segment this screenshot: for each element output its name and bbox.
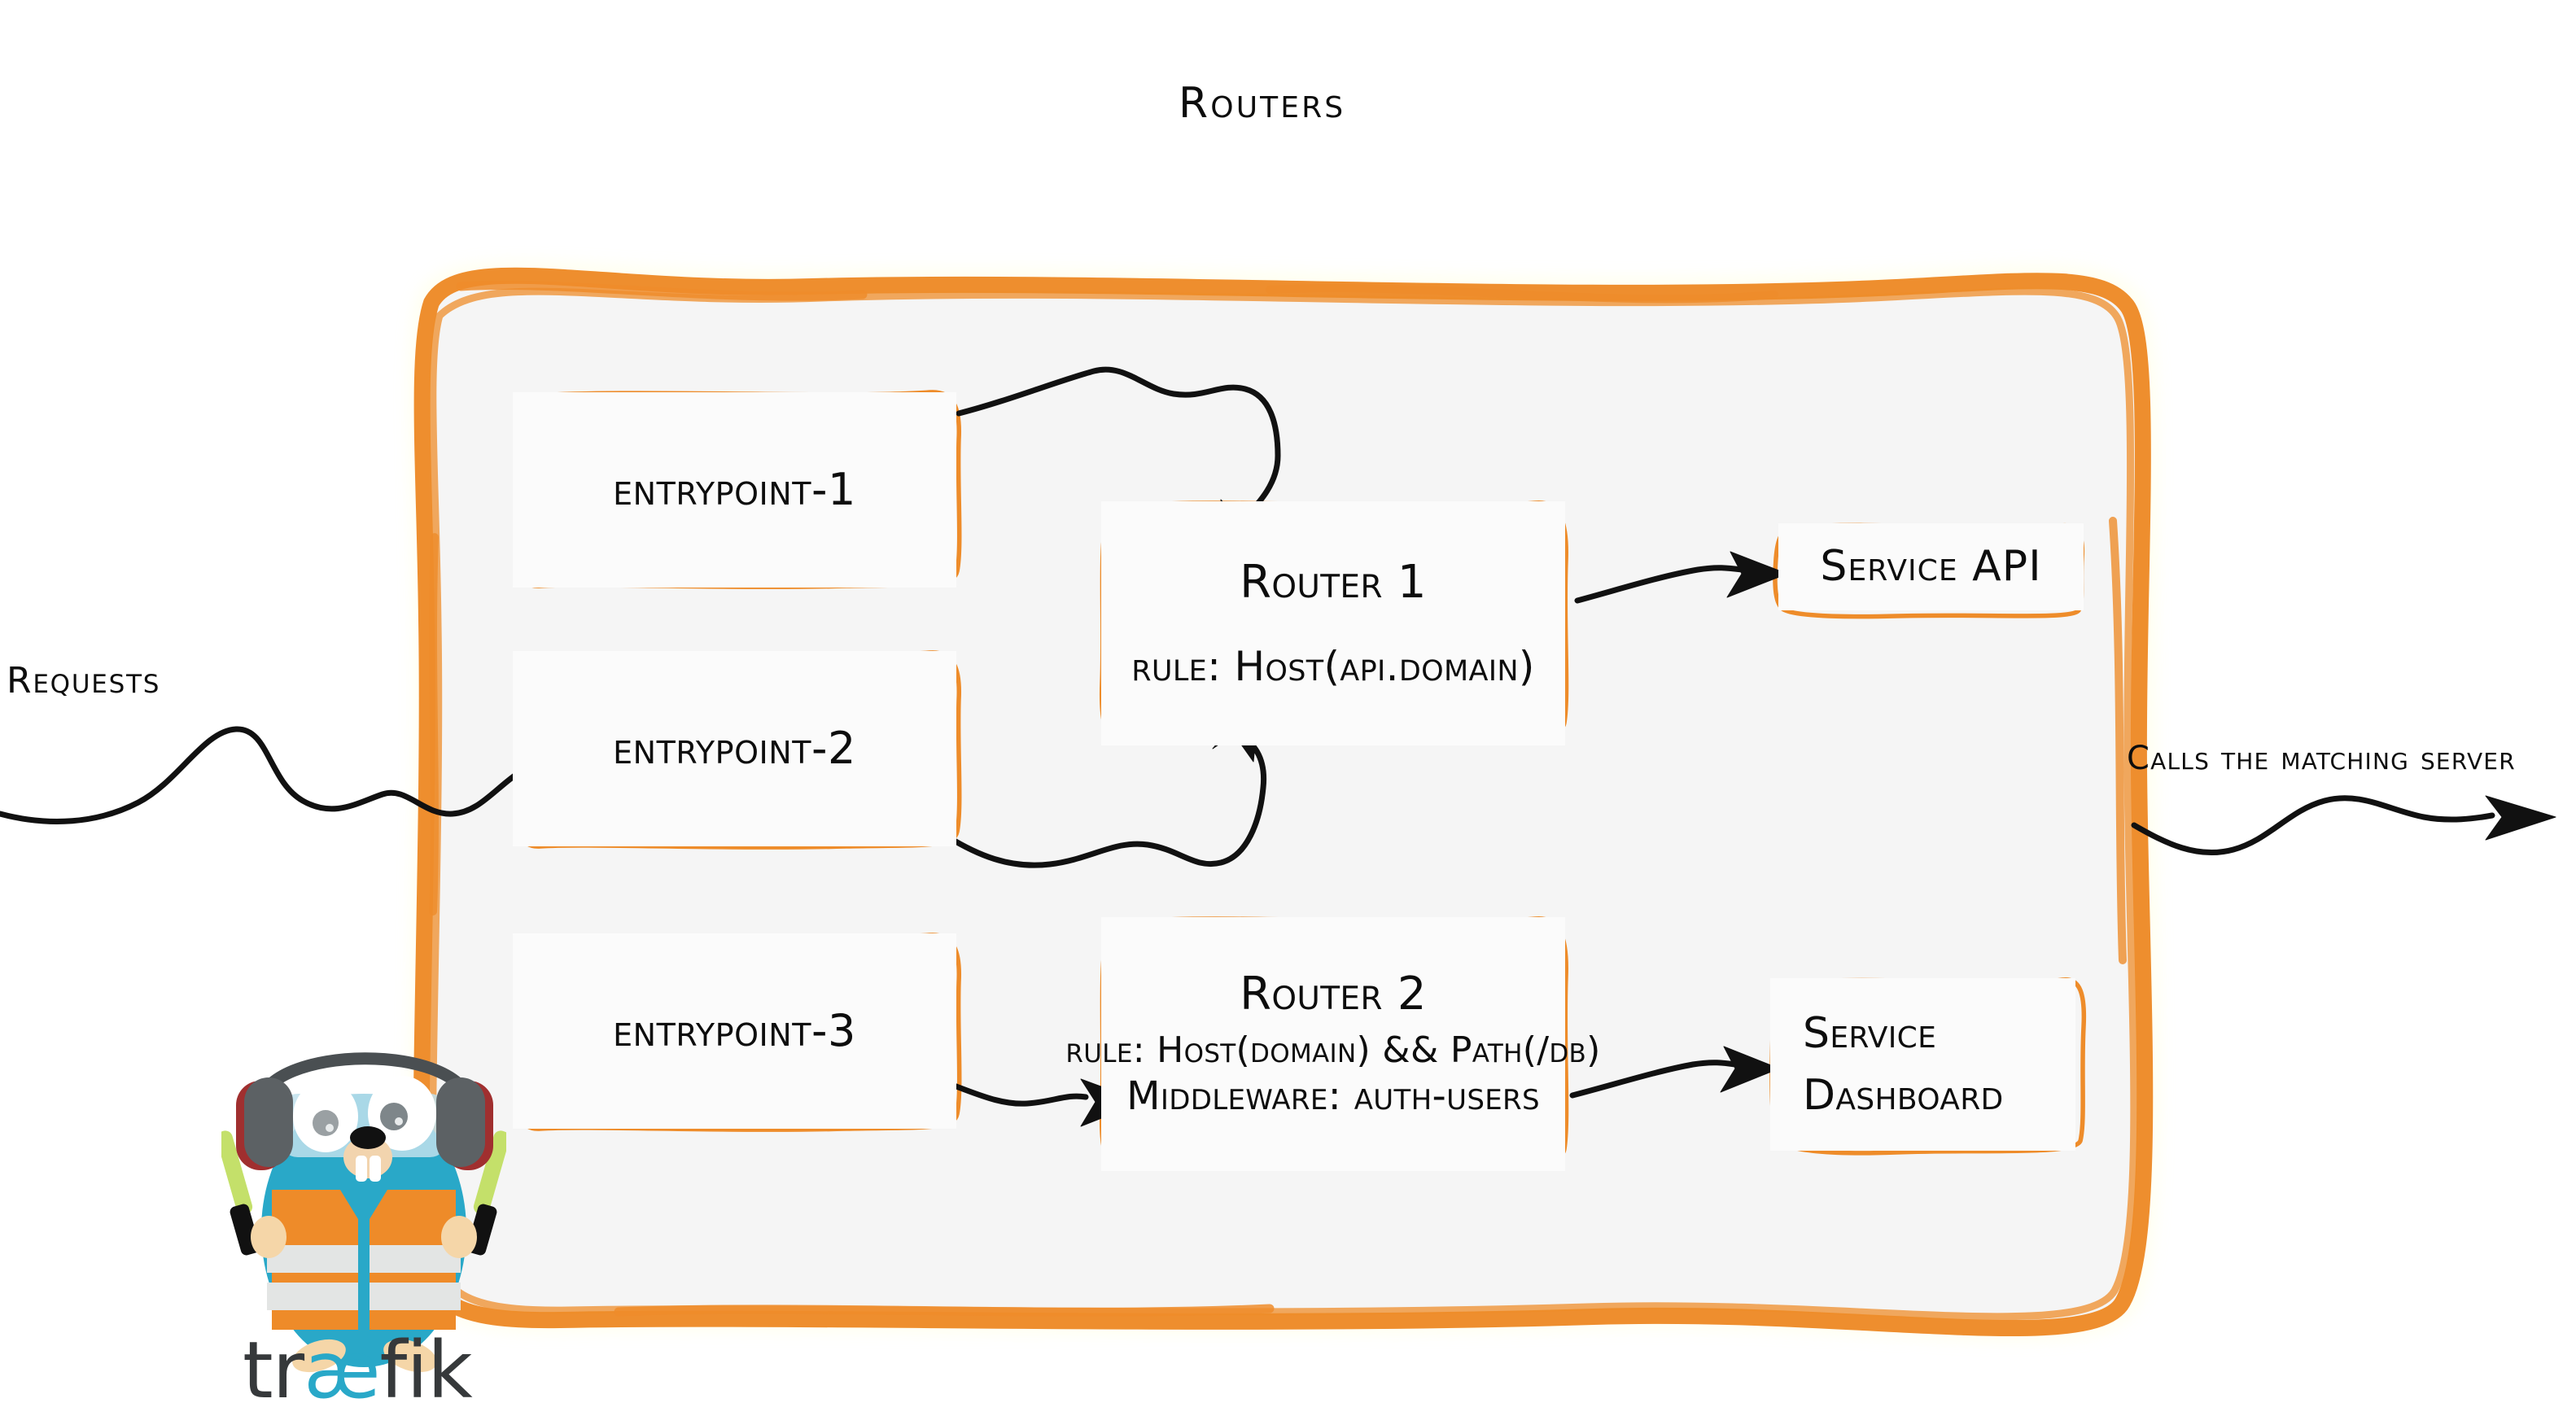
page-title: Routers [1179, 79, 1346, 128]
wordmark-post: fik [379, 1325, 473, 1416]
gopher-headphones [236, 1052, 493, 1170]
gopher-teeth [356, 1156, 367, 1182]
wordmark-pre: tr [243, 1325, 304, 1416]
entrypoint-2-label: entrypoint-2 [613, 722, 856, 774]
service-dashboard-label-line-1: Service [1803, 1008, 1937, 1058]
router-1-title: Router 1 [1240, 555, 1427, 609]
service-dashboard-node[interactable]: Service Dashboard [1770, 978, 2075, 1151]
gopher-hand-right [441, 1216, 477, 1258]
router-2-title: Router 2 [1240, 968, 1427, 1021]
wordmark-ae-ligature: æ [304, 1325, 380, 1416]
arrow-router1-serviceapi [1574, 551, 1788, 604]
gopher-safety-vest [267, 1190, 461, 1330]
service-api-node[interactable]: Service API [1778, 523, 2084, 610]
gopher-foot-left [292, 1339, 346, 1373]
service-api-label: Service API [1820, 542, 2042, 592]
gopher-hand-left [251, 1216, 286, 1258]
router-2-node[interactable]: Router 2 rule: Host(domain) && Path(/db)… [1065, 917, 1600, 1171]
traefik-wordmark: træfik [243, 1325, 473, 1416]
arrow-calls-out [2131, 795, 2556, 855]
gopher-nose [350, 1126, 386, 1149]
entrypoint-2-node[interactable]: entrypoint-2 [513, 651, 956, 846]
entrypoint-3-node[interactable]: entrypoint-3 [513, 933, 956, 1129]
gopher-foot-right [383, 1339, 437, 1373]
entrypoint-1-node[interactable]: entrypoint-1 [513, 392, 956, 588]
entrypoint-3-label: entrypoint-3 [613, 1004, 856, 1056]
entrypoint-1-label: entrypoint-1 [613, 463, 856, 515]
router-1-rule: rule: Host(api.domain) [1131, 643, 1535, 691]
router-2-middleware: Middleware: auth-users [1126, 1073, 1540, 1120]
traefik-gopher-logo [221, 1052, 506, 1373]
router-1-node[interactable]: Router 1 rule: Host(api.domain) [1101, 501, 1565, 745]
service-dashboard-label-line-2: Dashboard [1803, 1071, 2004, 1120]
calls-matching-server-label: Calls the matching server [2127, 740, 2516, 777]
arrow-router2-dashboard [1569, 1046, 1780, 1099]
router-2-rule: rule: Host(domain) && Path(/db) [1065, 1029, 1601, 1071]
requests-label: Requests [7, 660, 161, 701]
